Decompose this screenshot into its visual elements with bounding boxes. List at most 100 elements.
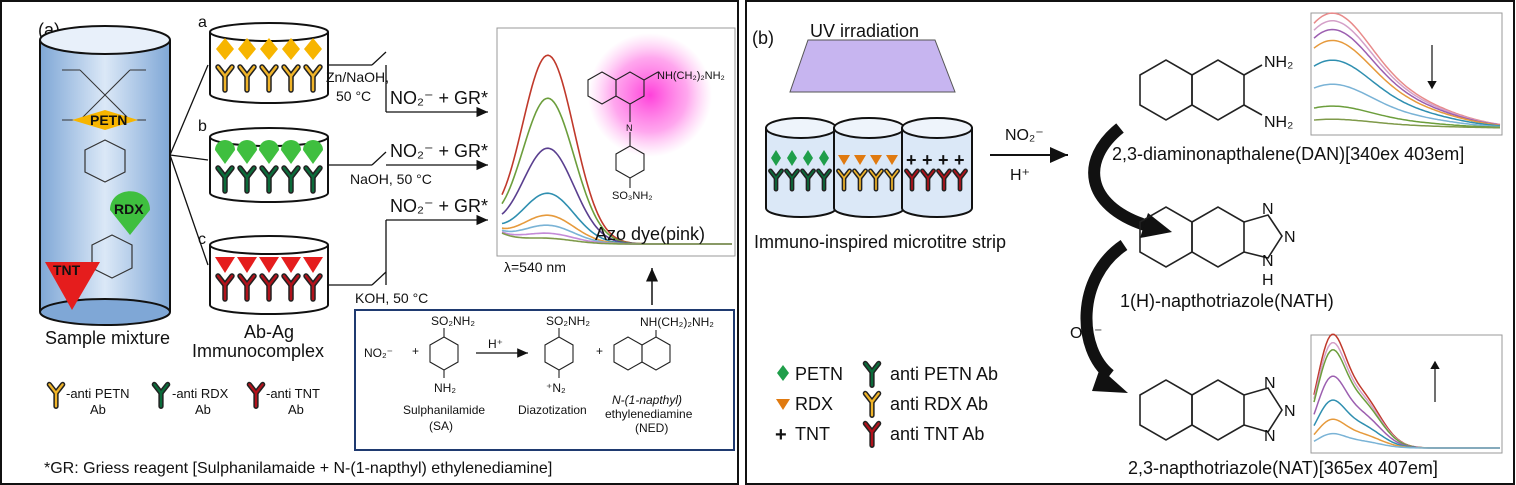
scheme-nitrite: NO₂⁻: [364, 346, 393, 360]
rdx-antigen: [303, 140, 323, 164]
azo-nh-group: NH(CH₂)₂NH₂: [657, 70, 725, 82]
sample-mixture-label: Sample mixture: [45, 328, 170, 348]
legend-b-anti-tnt: anti TNT Ab: [890, 424, 984, 444]
dan-spectrum-curve: [1313, 39, 1501, 127]
rdx-ring: [84, 139, 126, 183]
strip-antibody: [836, 168, 852, 192]
tnt-antigen: [215, 257, 235, 273]
sub-label-a: a: [198, 14, 207, 31]
tnt-antigen: [303, 257, 323, 273]
curved-arrow-2-head: [1092, 368, 1128, 393]
petn-antigen: [260, 38, 278, 60]
azo-dye-structure: [587, 71, 659, 188]
rdx-analyte: [886, 155, 898, 165]
petn-analyte: [819, 150, 829, 166]
dan-nh2-bottom: NH₂: [1264, 114, 1293, 131]
dan-spectrum-curve: [1313, 28, 1501, 126]
immunocomplex-well-b: [209, 127, 329, 203]
ned-abbrev: (NED): [635, 421, 668, 435]
nat-n3: N: [1264, 428, 1276, 445]
pink-glow: [588, 33, 712, 157]
antibody-legend-a: [46, 381, 266, 409]
anti-rdx-antibody: [215, 165, 235, 194]
griess-scheme-box: [354, 309, 735, 451]
anti-tnt-antibody: [303, 273, 323, 302]
petn-label: PETN: [90, 112, 127, 128]
petn-analyte: [787, 150, 797, 166]
legend-petn-icon: [777, 365, 789, 381]
uv-lamp: [789, 39, 956, 93]
rdx-antigen: [259, 140, 279, 164]
dan-molecule: [1139, 59, 1263, 121]
strip-antibody: [800, 168, 816, 192]
legend-petn-label: -anti PETN: [66, 386, 130, 401]
ned-name-1: N-(1-napthyl): [612, 393, 682, 407]
nat-n2: N: [1284, 403, 1296, 420]
anti-rdx-antibody: [259, 165, 279, 194]
nat-n1: N: [1264, 375, 1276, 392]
legend-anti-tnt-icon: [246, 381, 266, 409]
immunocomplex-well-a: [209, 22, 329, 104]
panel-a-border: [0, 0, 739, 485]
sample-mixture-cylinder: PETN RDX TNT: [39, 25, 171, 326]
dan-spectrum-curve: [1313, 105, 1500, 129]
nath-n1: N: [1262, 201, 1274, 218]
anti-petn-antibody: [259, 64, 279, 93]
legend-tnt-icon: +: [775, 424, 787, 446]
strip-antibody: [952, 168, 968, 192]
strip-antibody: [852, 168, 868, 192]
anti-petn-antibody: [215, 64, 235, 93]
petn-antigen: [282, 38, 300, 60]
strip-well: [902, 128, 972, 208]
dan-label: 2,3-diaminonapthalene(DAN)[340ex 403em]: [1112, 144, 1464, 164]
reagent-naoh: NaOH, 50 °C: [350, 171, 432, 187]
nitrite-gr-2: NO₂⁻ + GR*: [390, 141, 488, 161]
nitrite-gr-1: NO₂⁻ + GR*: [390, 88, 488, 108]
strip-reagent-top: NO₂⁻: [1005, 127, 1044, 144]
nat-spectra: [1310, 333, 1503, 454]
rdx-analyte: [870, 155, 882, 165]
strip-antibody: [816, 168, 832, 192]
petn-diamond: [72, 110, 138, 130]
tnt-label: TNT: [53, 262, 81, 278]
legend-anti-rdx-icon: [151, 381, 171, 409]
sub-label-c: c: [198, 231, 206, 248]
ned-group-label: NH(CH₂)₂NH₂: [640, 315, 714, 329]
nat-spectra-curves: [1313, 333, 1500, 449]
curved-arrow-1: [1088, 123, 1148, 231]
tnt-antigen: [237, 257, 257, 273]
tnt-analyte: +: [938, 150, 949, 170]
legend-tnt-sub: Ab: [288, 402, 304, 417]
curved-arrow-2: [1080, 240, 1128, 380]
rdx-analyte: [838, 155, 850, 165]
tnt-antigen: [281, 257, 301, 273]
nath-label: 1(H)-napthotriazole(NATH): [1120, 291, 1334, 311]
plus-sign-1: +: [412, 344, 419, 358]
sa-amine-label: NH₂: [434, 381, 456, 395]
sa-abbrev: (SA): [429, 419, 453, 433]
microtitre-strip: ++++: [765, 117, 973, 218]
wavelength-label: λ=540 nm: [504, 259, 566, 275]
legend-b-tnt: TNT: [795, 424, 830, 444]
anti-tnt-antibody: [215, 273, 235, 302]
azo-dye-label: Azo dye(pink): [595, 224, 705, 244]
petn-analyte: [771, 150, 781, 166]
dan-spectrum-curve: [1313, 118, 1500, 129]
petn-analyte: [803, 150, 813, 166]
tnt-analyte: +: [922, 150, 933, 170]
azo-so3nh2: SO₃NH₂: [612, 190, 653, 202]
plus-sign-2: +: [596, 344, 603, 358]
petn-antigen: [238, 38, 256, 60]
strip-well: [834, 128, 904, 208]
legend-b-petn: PETN: [795, 364, 843, 384]
legend-b-anti-rdx-icon: [862, 390, 882, 418]
legend-b-anti-petn-icon: [862, 360, 882, 388]
reagent-zn-naoh: Zn/NaOH,: [326, 69, 389, 85]
strip-antibody: [904, 168, 920, 192]
nath-n2: N: [1284, 229, 1296, 246]
rdx-label: RDX: [114, 201, 144, 217]
legend-b-rdx: RDX: [795, 394, 833, 414]
ned-name-2: ethylenediamine: [605, 407, 693, 421]
petn-molecule: [62, 69, 146, 121]
